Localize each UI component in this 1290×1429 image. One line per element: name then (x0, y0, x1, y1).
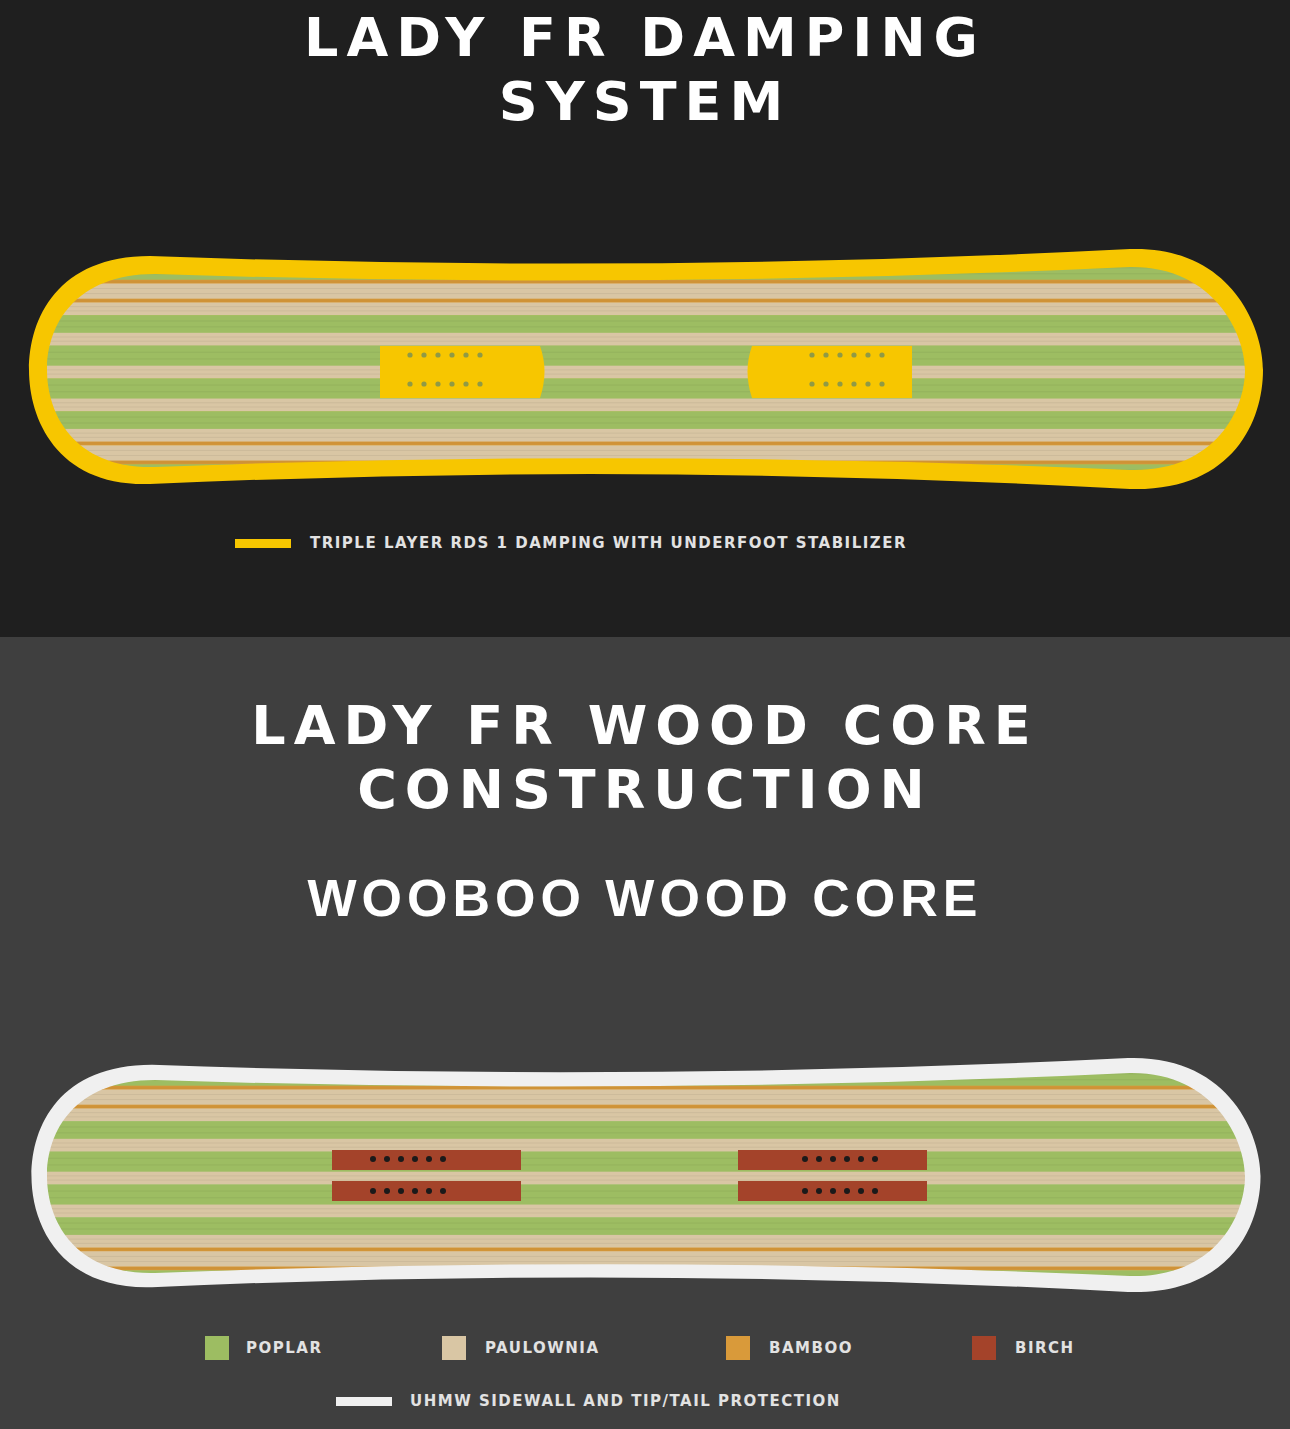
wood-stripe (40, 1235, 1255, 1248)
legend-text: UHMW SIDEWALL AND TIP/TAIL PROTECTION (410, 1392, 841, 1410)
wood-stripe (40, 429, 1255, 442)
legend-item: UHMW SIDEWALL AND TIP/TAIL PROTECTION (336, 1387, 841, 1415)
wood-stripe (40, 378, 1255, 399)
wood-stripe (40, 1251, 1255, 1267)
legend-item: BIRCH (972, 1334, 1075, 1362)
wood-stripe (40, 1205, 1255, 1218)
wood-stripe (40, 442, 1255, 446)
wood-stripe (40, 262, 1255, 280)
wood-stripe (40, 302, 1255, 315)
section-heading: LADY FR WOOD CORE CONSTRUCTION (165, 694, 1125, 822)
wood-stripe (40, 461, 1255, 465)
wood-stripe (40, 1086, 1255, 1090)
underfoot-stabilizer (380, 346, 912, 398)
wood-stripe (40, 464, 1255, 482)
wood-stripe (40, 1184, 1255, 1205)
damping-outline (29, 249, 1263, 489)
legend-swatch (726, 1336, 750, 1360)
wood-stripe (40, 1248, 1255, 1252)
legend-item: PAULOWNIA (442, 1334, 600, 1362)
legend-text: PAULOWNIA (485, 1339, 600, 1357)
title: LADY FR DAMPING SYSTEM (195, 6, 1095, 134)
legend-text: BIRCH (1015, 1339, 1075, 1357)
wood-stripe (40, 1105, 1255, 1109)
wood-stripe (40, 333, 1255, 346)
legend-text: BAMBOO (769, 1339, 853, 1357)
legend-text: TRIPLE LAYER RDS 1 DAMPING WITH UNDERFOO… (310, 534, 907, 552)
wood-stripe (40, 1121, 1255, 1139)
core-board (31, 1058, 1260, 1292)
legend-swatch (972, 1336, 996, 1360)
wood-stripe (40, 315, 1255, 333)
legend-swatch (442, 1336, 466, 1360)
wood-stripe (40, 1270, 1255, 1288)
wood-stripe (40, 411, 1255, 429)
legend-item: BAMBOO (726, 1334, 853, 1362)
wood-stripe (40, 1217, 1255, 1235)
core-name: WOOBOO WOOD CORE (245, 868, 1045, 928)
birch-inserts (332, 1150, 927, 1201)
legend-swatch (336, 1397, 392, 1406)
wood-stripe (40, 1068, 1255, 1086)
wood-stripe (40, 1089, 1255, 1105)
wood-stripe (40, 1139, 1255, 1152)
bottom-panel (0, 637, 1290, 1429)
legend-item: TRIPLE LAYER RDS 1 DAMPING WITH UNDERFOO… (235, 529, 907, 557)
wood-stripe (40, 345, 1255, 366)
wood-stripe (40, 1108, 1255, 1121)
wood-stripe (40, 1172, 1255, 1185)
legend-swatch (205, 1336, 229, 1360)
wood-stripe (40, 399, 1255, 412)
wood-stripe (40, 299, 1255, 303)
wood-stripe (40, 1267, 1255, 1271)
wood-stripe (40, 1151, 1255, 1172)
legend-swatch (235, 539, 291, 548)
wood-stripe (40, 280, 1255, 284)
wood-stripe (40, 366, 1255, 379)
legend-item: POPLAR (205, 1334, 322, 1362)
top-panel (0, 0, 1290, 637)
uhmw-sidewall (31, 1058, 1260, 1292)
damping-board (29, 249, 1263, 489)
wood-stripe (40, 283, 1255, 299)
legend-text: POPLAR (246, 1339, 322, 1357)
wood-stripe (40, 445, 1255, 461)
